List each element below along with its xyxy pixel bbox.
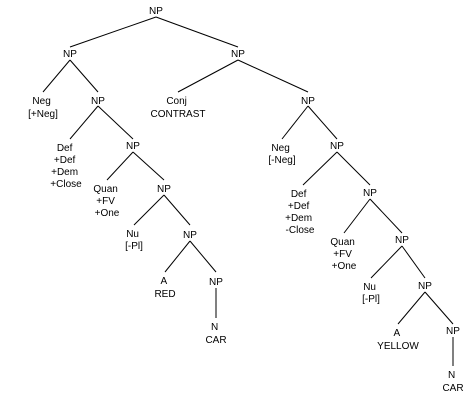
np-left-2: NP [91, 96, 105, 107]
a-left: A RED [154, 276, 175, 300]
neg-left-feature: [+Neg] [28, 109, 58, 120]
neg-right: Neg [-Neg] [268, 143, 295, 166]
neg-left-label: Neg [32, 96, 50, 107]
edge [42, 59, 71, 93]
n-left: N CAR [205, 322, 226, 346]
np-right-7: NP [446, 326, 460, 337]
conj-value: CONTRAST [151, 109, 206, 120]
nu-right: Nu [-Pl] [362, 282, 380, 305]
def-right-feature: +Def [288, 201, 310, 212]
edge [189, 240, 217, 273]
def-right-feature: +Dem [285, 213, 312, 224]
np-left-3: NP [126, 141, 140, 152]
edge [177, 59, 239, 93]
quan-right: Quan +FV +One [330, 237, 357, 272]
np-right-1: NP [231, 49, 245, 60]
neg-left: Neg [+Neg] [28, 96, 58, 120]
edge [343, 198, 371, 234]
tree-nodes: NP NP NP Neg [+Neg] NP Conj CONTRAST NP … [28, 6, 463, 394]
def-left-feature: +Dem [51, 167, 78, 178]
edge [69, 59, 99, 93]
edge [281, 105, 309, 140]
quan-right-feature: +FV [333, 249, 352, 260]
np-left-1: NP [63, 49, 77, 60]
a-left-word: RED [154, 289, 175, 300]
quan-left-feature: +One [95, 208, 120, 219]
quan-right-feature: +One [332, 261, 357, 272]
edge [307, 105, 338, 140]
nu-left-feature: [-Pl] [125, 241, 143, 252]
def-left-feature: +Close [50, 179, 82, 190]
np-right-2: NP [301, 96, 315, 107]
np-right-5: NP [395, 235, 409, 246]
conj-node: Conj CONTRAST [151, 96, 206, 120]
conj-label: Conj [166, 96, 187, 107]
def-right-feature: -Close [286, 225, 315, 236]
np-right-4: NP [363, 188, 377, 199]
edge [369, 198, 403, 234]
np-left-6: NP [209, 277, 223, 288]
edge [106, 151, 134, 181]
edge [155, 16, 239, 48]
np-left-4: NP [157, 184, 171, 195]
np-root: NP [149, 6, 163, 17]
def-right: Def +Def +Dem -Close [285, 189, 315, 236]
np-left-5: NP [183, 230, 197, 241]
def-left: Def +Def +Dem +Close [50, 143, 82, 190]
edge [302, 151, 338, 186]
def-right-label: Def [291, 189, 307, 200]
a-right: A YELLOW [377, 328, 419, 352]
nu-right-feature: [-Pl] [362, 294, 380, 305]
edge [336, 151, 371, 186]
a-left-label: A [161, 276, 168, 287]
edge [397, 291, 426, 325]
a-right-label: A [394, 328, 401, 339]
n-left-word: CAR [205, 335, 226, 346]
edge [69, 105, 99, 140]
n-right-label: N [448, 370, 455, 381]
nu-left-label: Nu [126, 229, 139, 240]
n-right: N CAR [442, 370, 463, 394]
quan-right-label: Quan [330, 237, 354, 248]
quan-left-label: Quan [93, 184, 117, 195]
nu-left: Nu [-Pl] [125, 229, 143, 252]
a-right-word: YELLOW [377, 341, 419, 352]
edge [97, 105, 134, 140]
quan-left-feature: +FV [96, 196, 115, 207]
tree-edges [42, 16, 454, 366]
edge [237, 59, 309, 93]
n-left-label: N [211, 322, 218, 333]
quan-left: Quan +FV +One [93, 184, 120, 219]
edge [132, 151, 165, 181]
neg-right-feature: [-Neg] [268, 155, 295, 166]
edge [164, 240, 191, 273]
neg-right-label: Neg [271, 143, 289, 154]
edge [370, 245, 403, 279]
n-right-word: CAR [442, 383, 463, 394]
edge [401, 245, 426, 279]
nu-right-label: Nu [363, 282, 376, 293]
edge [69, 16, 157, 48]
edge [133, 194, 165, 226]
np-right-6: NP [418, 281, 432, 292]
def-left-label: Def [57, 143, 73, 154]
def-left-feature: +Def [54, 155, 76, 166]
edge [163, 194, 191, 226]
np-right-3: NP [330, 141, 344, 152]
edge [424, 291, 454, 325]
